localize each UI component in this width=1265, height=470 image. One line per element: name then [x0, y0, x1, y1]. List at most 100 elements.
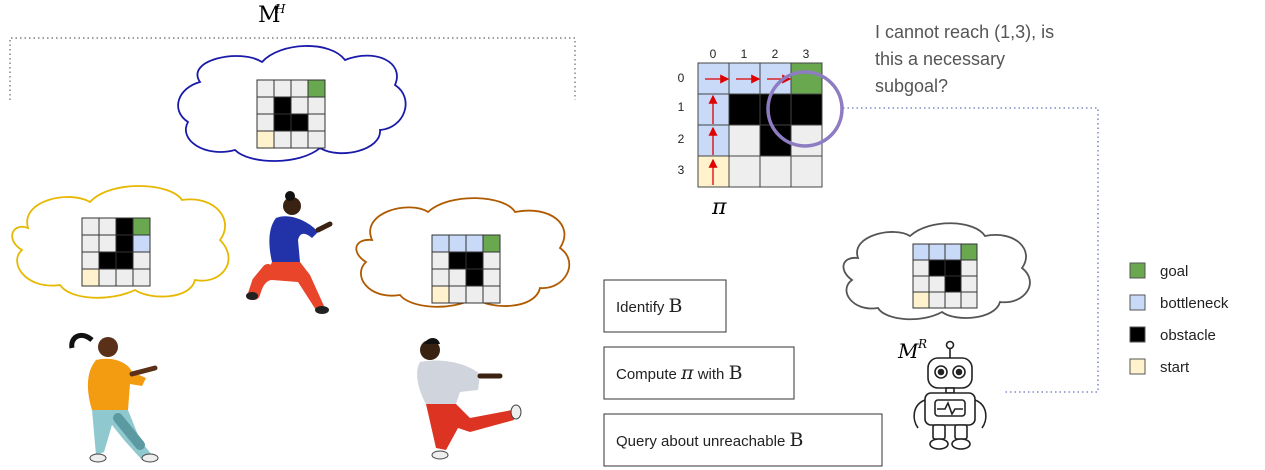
grid-cell [307, 113, 326, 132]
grid-cell [928, 291, 946, 309]
row-label-1: 1 [678, 100, 685, 114]
grid-cell [944, 259, 962, 277]
grid-cell [290, 79, 309, 98]
robot-speech-connector [843, 107, 1099, 393]
robot-model-superscript: R [917, 337, 927, 351]
person-orange-walker [69, 333, 159, 463]
grid-cell [448, 251, 467, 270]
grid-cell [132, 251, 151, 270]
grid-cell [448, 285, 467, 304]
robot-illustration [913, 340, 987, 450]
grid-human-top [256, 79, 326, 149]
grid-cell [790, 93, 823, 126]
grid-cell [482, 268, 501, 287]
grid-cell [448, 268, 467, 287]
step-query-text: Query about unreachable B [616, 429, 803, 451]
robot-model-symbol: M [897, 339, 919, 363]
grid-cell [273, 130, 292, 149]
speech-line-3: subgoal? [875, 76, 948, 96]
unreachable-highlight-circle [766, 70, 844, 148]
grid-cell [482, 234, 501, 253]
human-models-symbol: M [258, 3, 281, 28]
grid-cell [960, 259, 978, 277]
col-label-2: 2 [772, 47, 779, 61]
grid-cell [115, 234, 134, 253]
grid-cell [256, 130, 275, 149]
legend-swatch-bottleneck [1129, 294, 1146, 311]
grid-cell [132, 234, 151, 253]
row-label-2: 2 [678, 132, 685, 146]
grid-cell [790, 155, 823, 188]
grid-cell [912, 259, 930, 277]
grid-cell [307, 96, 326, 115]
speech-line-1: I cannot reach (1,3), is [875, 22, 1054, 42]
grid-cell [81, 268, 100, 287]
grid-cell [482, 285, 501, 304]
grid-cell [115, 217, 134, 236]
step-query: Query about unreachable B [603, 413, 883, 467]
grid-cell [256, 79, 275, 98]
legend-swatch-obstacle [1129, 326, 1146, 343]
grid-cell [912, 291, 930, 309]
grid-cell [115, 251, 134, 270]
grid-human-right [431, 234, 501, 304]
human-models-label: M H [258, 2, 286, 28]
grid-cell [944, 275, 962, 293]
grid-cell [465, 234, 484, 253]
human-models-bracket [9, 37, 576, 100]
policy-label: π [711, 195, 727, 220]
grid-cell [256, 113, 275, 132]
grid-cell [290, 96, 309, 115]
grid-cell [759, 155, 792, 188]
step-compute-text: Compute π with B [616, 362, 743, 384]
grid-cell [960, 291, 978, 309]
grid-cell [431, 251, 450, 270]
grid-cell [431, 285, 450, 304]
grid-cell [307, 79, 326, 98]
speech-bubble: I cannot reach (1,3), is this a necessar… [875, 22, 1054, 96]
grid-cell [98, 217, 117, 236]
grid-human-left [81, 217, 151, 287]
col-label-1: 1 [741, 47, 748, 61]
grid-cell [273, 79, 292, 98]
grid-cell [912, 243, 930, 261]
main-grid-row-labels: 0 1 2 3 [678, 71, 685, 177]
legend-label-bottleneck: bottleneck [1160, 295, 1229, 312]
row-label-3: 3 [678, 163, 685, 177]
policy-arrows [705, 74, 792, 185]
col-label-0: 0 [710, 47, 717, 61]
grid-cell [759, 93, 792, 126]
grid-robot [912, 243, 978, 309]
grid-cell [728, 93, 761, 126]
grid-cell [290, 113, 309, 132]
grid-cell [307, 130, 326, 149]
grid-cell [98, 251, 117, 270]
grid-cell [81, 217, 100, 236]
grid-cell [98, 234, 117, 253]
grid-cell [790, 124, 823, 157]
step-identify-box [603, 279, 727, 333]
grid-cell [81, 234, 100, 253]
grid-cell [81, 251, 100, 270]
grid-cell [465, 268, 484, 287]
main-grid-col-labels: 0 1 2 3 [710, 47, 810, 61]
legend-swatch-start [1129, 358, 1146, 375]
grid-cell [256, 96, 275, 115]
grid-cell [115, 268, 134, 287]
step-compute-box [603, 346, 795, 400]
row-label-0: 0 [678, 71, 685, 85]
robot-model-label: M R [897, 337, 927, 363]
grid-cell [928, 275, 946, 293]
step-compute: Compute π with B [603, 346, 795, 400]
grid-cell [928, 243, 946, 261]
grid-cell [790, 62, 823, 95]
speech-line-2: this a necessary [875, 49, 1005, 69]
person-gray-runner [417, 338, 522, 460]
grid-cell [431, 268, 450, 287]
grid-cell [98, 268, 117, 287]
grid-cell [465, 285, 484, 304]
step-query-box [603, 413, 883, 467]
legend-swatch-goal [1129, 262, 1146, 279]
